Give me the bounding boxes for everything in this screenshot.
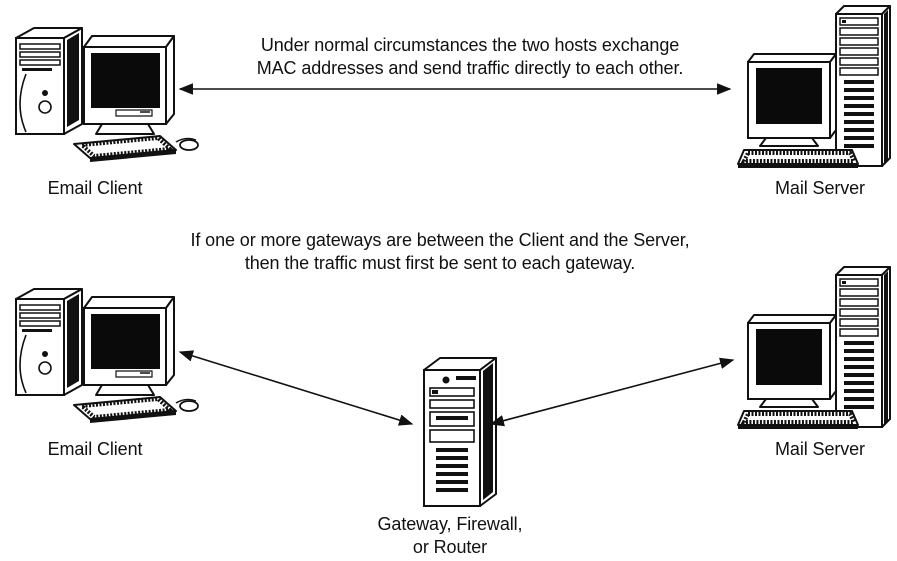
email-client-computer-icon (14, 26, 200, 164)
direct-traffic-caption-line-2: MAC addresses and send traffic directly … (256, 58, 684, 78)
gateway-label: Gateway, Firewall, or Router (350, 513, 550, 559)
gateway-traffic-caption: If one or more gateways are between the … (140, 229, 740, 275)
gateway-label-line-1: Gateway, Firewall, (377, 514, 523, 534)
mail-server-label: Mail Server (775, 178, 865, 198)
mail-server-computer-icon-2 (736, 265, 892, 431)
email-client-label-2: Email Client (47, 439, 143, 459)
gateway-traffic-caption-line-2: then the traffic must first be sent to e… (244, 253, 636, 273)
gateway-label-line-2: or Router (412, 537, 488, 557)
email-client-label: Email Client (47, 178, 143, 198)
mail-server-computer-icon (736, 4, 892, 170)
mail-server-label-2: Mail Server (775, 439, 865, 459)
gateway-traffic-caption-line-1: If one or more gateways are between the … (190, 230, 690, 250)
client-to-gateway-arrow (178, 350, 414, 426)
direct-traffic-caption: Under normal circumstances the two hosts… (200, 34, 740, 80)
gateway-to-server-arrow (489, 357, 735, 427)
email-client-computer-icon-2 (14, 287, 200, 425)
gateway-tower-icon (423, 357, 497, 507)
direct-traffic-caption-line-1: Under normal circumstances the two hosts… (260, 35, 680, 55)
